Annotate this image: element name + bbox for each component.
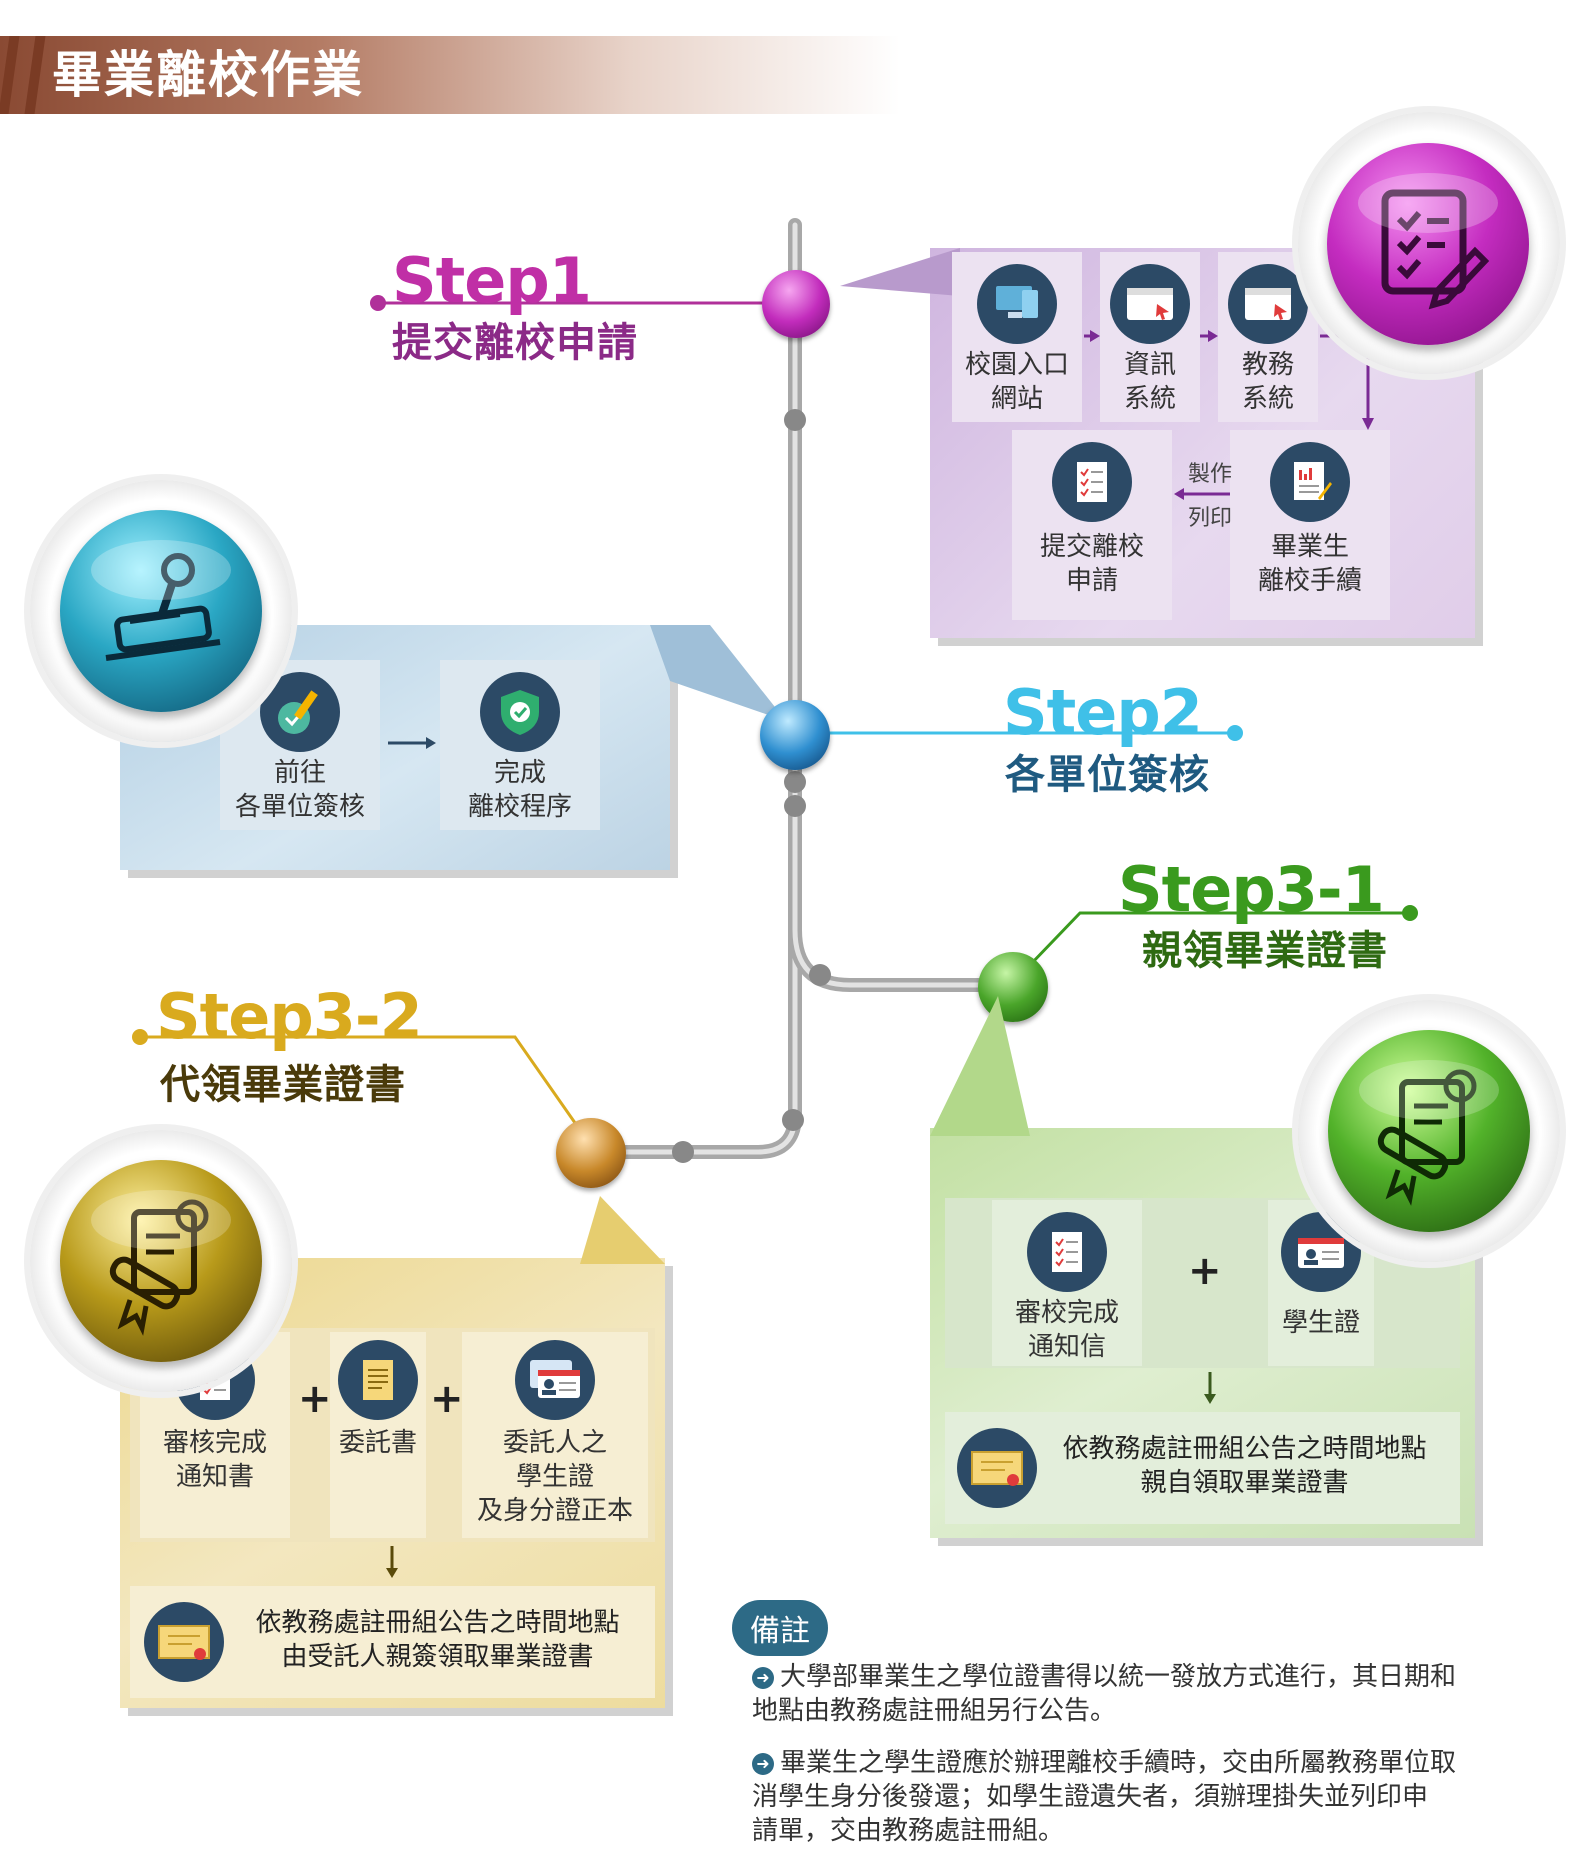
card-graduate-procedure: 畢業生 離校手續	[1230, 430, 1390, 620]
checklist-icon	[1052, 442, 1132, 522]
card-label: 審校完成 通知信	[1014, 1298, 1119, 1362]
step3-1-panel: 審校完成 通知信 + 學生證 依教務處註冊組公告之時間地點 親自領取畢業證書	[930, 996, 1475, 1538]
id-card-icon	[1281, 1212, 1361, 1292]
plus-sign: +	[430, 1376, 464, 1422]
step2-panel-pointer	[650, 625, 786, 721]
card-academic-system: 教務 系統	[1218, 252, 1318, 422]
card-label: 教務 系統	[1241, 350, 1294, 414]
card-label: 完成 離校程序	[467, 758, 572, 822]
notes-badge: 備註	[732, 1600, 828, 1656]
arrow-label-make: 製作	[1187, 462, 1232, 487]
page-title: 畢業離校作業	[52, 46, 364, 104]
step2-subtitle: 各單位簽核	[1005, 752, 1210, 798]
step3-2-panel-pointer	[580, 1196, 665, 1264]
id-card-icon	[515, 1340, 595, 1420]
card-label: 委託書	[338, 1428, 417, 1458]
note-text: 大學部畢業生之學位證書得以統一發放方式進行，其日期和 地點由教務處註冊組另行公告…	[752, 1662, 1457, 1726]
step1-node	[762, 270, 830, 338]
step3-2-subtitle: 代領畢業證書	[160, 1062, 406, 1108]
step1-subtitle: 提交離校申請	[392, 320, 638, 366]
card-submit-application: 提交離校 申請	[1012, 430, 1172, 620]
diploma-icon	[1328, 1030, 1530, 1232]
checklist-edit-icon	[1327, 143, 1529, 345]
step2-label: Step2	[1003, 676, 1203, 749]
plus-sign: +	[1188, 1248, 1222, 1294]
step3-2-arrow	[386, 1546, 398, 1578]
arrow-right-icon: ➜	[752, 1667, 774, 1689]
stamp-icon	[60, 510, 262, 712]
card-campus-portal: 校園入口 網站	[952, 252, 1082, 422]
browser-icon	[1110, 264, 1190, 344]
step1-panel: 校園入口 網站 資訊 系統 教務 系統 畢業生 離校手續 提交離校 申請 製	[840, 248, 1475, 638]
result-text: 依教務處註冊組公告之時間地點 由受託人親簽領取畢業證書	[255, 1608, 620, 1672]
card-label: 審核完成 通知書	[162, 1428, 267, 1492]
card-label: 委託人之 學生證 及身分證正本	[476, 1428, 633, 1526]
diploma-icon	[60, 1160, 262, 1362]
note-item: ➜畢業生之學生證應於辦理離校手續時，交由所屬教務單位取 消學生身分後發還；如學生…	[752, 1746, 1552, 1848]
card-label: 提交離校 申請	[1039, 532, 1144, 596]
card-label: 學生證	[1281, 1308, 1360, 1338]
card-info-system: 資訊 系統	[1100, 252, 1200, 422]
note-item: ➜大學部畢業生之學位證書得以統一發放方式進行，其日期和 地點由教務處註冊組另行公…	[752, 1660, 1552, 1728]
result-text: 依教務處註冊組公告之時間地點 親自領取畢業證書	[1062, 1434, 1427, 1498]
shield-check-icon	[480, 672, 560, 752]
plus-sign: +	[298, 1376, 332, 1422]
card-go-sign: 前往 各單位簽核	[220, 660, 380, 830]
report-icon	[1270, 442, 1350, 522]
step3-1-result-box: 依教務處註冊組公告之時間地點 親自領取畢業證書	[945, 1412, 1460, 1524]
card-label: 畢業生 離校手續	[1257, 532, 1362, 596]
step1-panel-pointer	[840, 248, 960, 296]
card-label: 校園入口 網站	[964, 350, 1069, 414]
card-ids: 委託人之 學生證 及身分證正本	[462, 1332, 648, 1538]
step2-arrow	[388, 737, 436, 749]
certificate-icon	[957, 1428, 1037, 1508]
card-label: 資訊 系統	[1123, 350, 1176, 414]
step3-1-subtitle: 親領畢業證書	[1142, 928, 1388, 974]
step3-2-node	[556, 1118, 626, 1188]
card-proxy-letter: 委託書	[330, 1332, 426, 1538]
approval-stamp-icon	[260, 672, 340, 752]
card-review-notice: 審校完成 通知信	[992, 1200, 1142, 1366]
computer-icon	[977, 264, 1057, 344]
checklist-icon	[1027, 1212, 1107, 1292]
step3-1-label: Step3-1	[1118, 853, 1385, 926]
step3-2-label: Step3-2	[156, 980, 423, 1053]
step3-2-result-box: 依教務處註冊組公告之時間地點 由受託人親簽領取畢業證書	[130, 1586, 655, 1698]
arrow-label-print: 列印	[1187, 506, 1232, 531]
arrow-right-icon: ➜	[752, 1753, 774, 1775]
step3-1-panel-pointer	[930, 996, 1030, 1136]
card-label: 前往 各單位簽核	[234, 758, 365, 822]
document-icon	[338, 1340, 418, 1420]
step3-1-node	[978, 952, 1048, 1022]
header-bar	[0, 36, 900, 114]
card-complete: 完成 離校程序	[440, 660, 600, 830]
step3-1-arrow	[1204, 1372, 1216, 1404]
step1-label: Step1	[392, 244, 592, 317]
step2-node	[760, 700, 830, 770]
note-text: 畢業生之學生證應於辦理離校手續時，交由所屬教務單位取 消學生身分後發還；如學生證…	[752, 1748, 1457, 1846]
browser-icon	[1228, 264, 1308, 344]
certificate-icon	[144, 1602, 224, 1682]
